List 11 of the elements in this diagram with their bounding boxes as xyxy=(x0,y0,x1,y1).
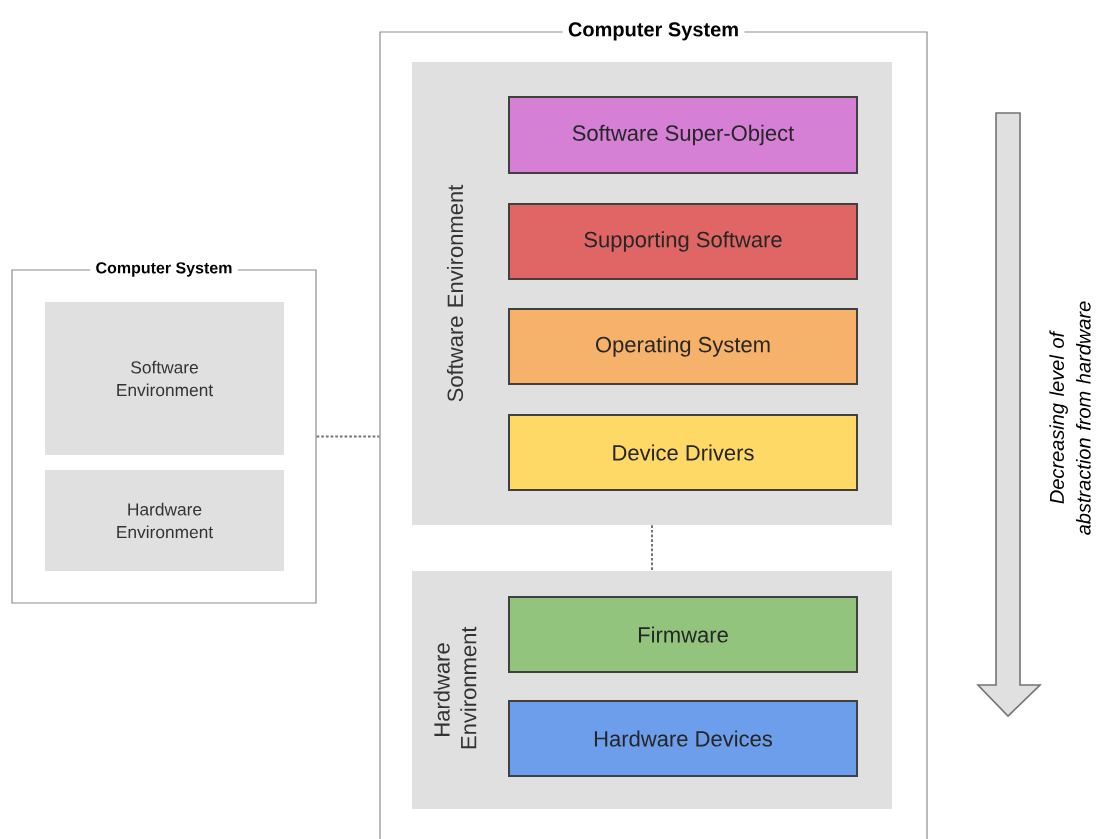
connector-line xyxy=(651,524,653,572)
layer-box: Device Drivers xyxy=(508,414,858,491)
layer-box: Operating System xyxy=(508,308,858,385)
layer-box: Firmware xyxy=(508,596,858,673)
layer-box: Software Super-Object xyxy=(508,96,858,174)
environment-box: Software Environment xyxy=(45,302,284,455)
axis-caption: Decreasing level of abstraction from hardware xyxy=(1049,301,1091,535)
connector-line xyxy=(315,435,381,438)
layer-box: Hardware Devices xyxy=(508,700,858,777)
layer-box: Supporting Software xyxy=(508,203,858,280)
environment-box: Hardware Environment xyxy=(45,470,284,571)
